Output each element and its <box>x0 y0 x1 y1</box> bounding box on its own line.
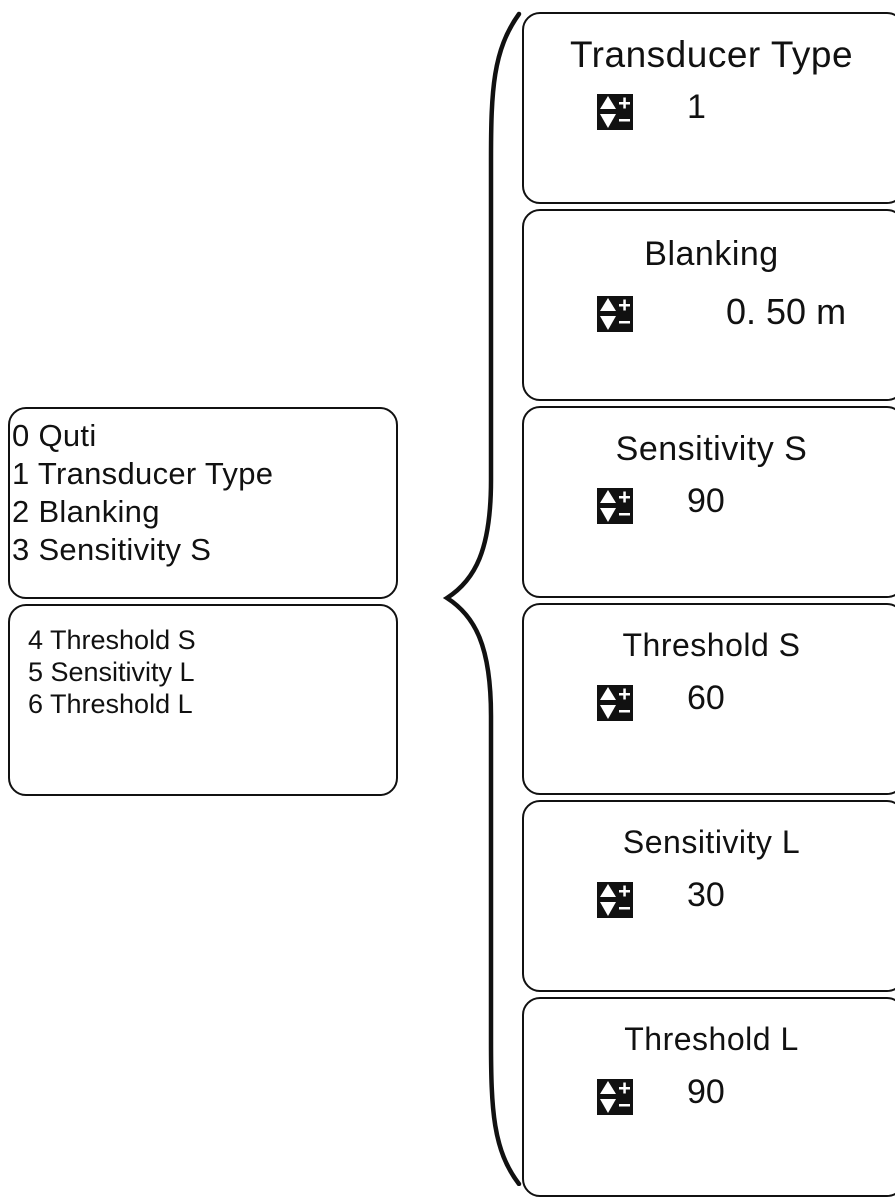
panel-blanking: Blanking 0. 50 m <box>522 209 895 401</box>
menu-item-transducer-type[interactable]: 1 Transducer Type <box>12 456 274 491</box>
menu-box-continued: 4 Threshold S 5 Sensitivity L 6 Threshol… <box>8 604 398 796</box>
stepper-icon[interactable] <box>597 94 633 130</box>
menu-item-quit[interactable]: 0 Quti <box>12 418 97 453</box>
menu-item-sensitivity-s[interactable]: 3 Sensitivity S <box>12 532 212 567</box>
menu-item-blanking[interactable]: 2 Blanking <box>12 494 160 529</box>
stepper-icon[interactable] <box>597 882 633 918</box>
panel-value: 90 <box>687 482 725 520</box>
panel-title: Transducer Type <box>569 34 854 75</box>
stepper-icon[interactable] <box>597 1079 633 1115</box>
panel-value: 0. 50 m <box>726 291 847 332</box>
stepper-icon[interactable] <box>597 296 633 332</box>
panel-title: Blanking <box>644 235 779 273</box>
panel-threshold-l: Threshold L 90 <box>522 997 895 1197</box>
panel-value: 60 <box>687 679 725 717</box>
panel-title: Threshold S <box>622 627 801 663</box>
menu-box-main: 0 Quti 1 Transducer Type 2 Blanking 3 Se… <box>8 407 398 599</box>
curly-brace-icon <box>442 11 522 1186</box>
panel-threshold-s: Threshold S 60 <box>522 603 895 795</box>
stepper-icon[interactable] <box>597 685 633 721</box>
menu-item-threshold-s[interactable]: 4 Threshold S <box>28 625 196 655</box>
panel-value: 1 <box>687 88 706 126</box>
panel-sensitivity-s: Sensitivity S 90 <box>522 406 895 598</box>
panel-value: 90 <box>687 1073 725 1111</box>
panel-title: Sensitivity L <box>622 824 801 860</box>
menu-item-threshold-l[interactable]: 6 Threshold L <box>28 689 193 719</box>
panel-value: 30 <box>687 876 725 914</box>
menu-item-sensitivity-l[interactable]: 5 Sensitivity L <box>28 657 195 687</box>
panel-transducer-type: Transducer Type 1 <box>522 12 895 204</box>
stepper-icon[interactable] <box>597 488 633 524</box>
panel-title: Sensitivity S <box>615 430 808 468</box>
panel-sensitivity-l: Sensitivity L 30 <box>522 800 895 992</box>
panel-title: Threshold L <box>624 1021 799 1057</box>
